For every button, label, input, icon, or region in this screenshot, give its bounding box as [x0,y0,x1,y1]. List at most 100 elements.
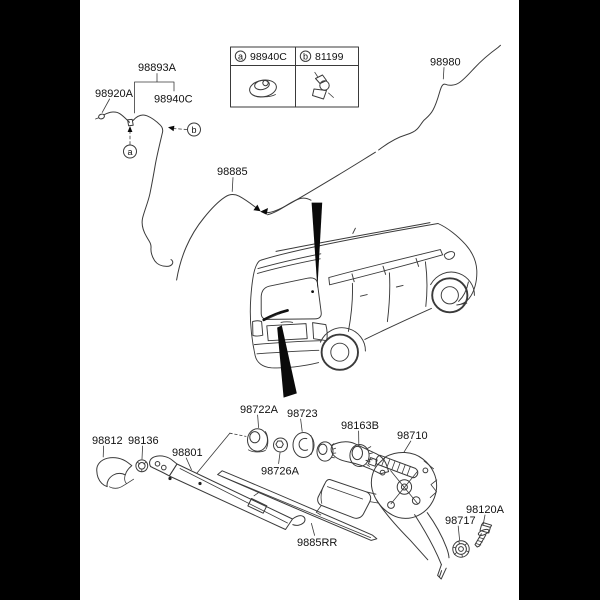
leader-98885 [231,177,234,192]
motor-ribs [381,456,411,476]
gear-housing [370,452,438,519]
link-line-dashed [229,432,247,437]
sill-line [364,307,432,340]
taillight-left [252,320,264,337]
label-98163b: 98163B [341,420,379,432]
nozzle-tip [95,117,100,120]
door-lines [347,261,428,332]
rear-hose-group: 98885 [176,166,261,281]
blade-body [217,470,378,541]
nozzle-dot [311,290,314,293]
arm-cap-detail [109,474,134,489]
leader-98980 [442,67,445,80]
label-98723: 98723 [287,408,318,420]
antenna [352,227,356,234]
legend-dividers [230,46,359,108]
marker-a-circle [123,144,137,159]
marker-a-arrowhead [127,126,133,132]
pivot-grommet-98722a: 98722A [240,404,279,453]
label-98726a: 98726A [261,466,300,478]
label-98893a: 98893A [138,62,177,74]
arm-cap-shape [96,457,133,488]
rear-tube-path [266,44,501,214]
rear-body-edge [249,259,320,369]
leader-98801 [185,457,192,470]
blade-connector [247,498,268,514]
legend-marker-a-letter: a [238,52,243,62]
side-mirror [443,251,456,260]
mounting-bolt-98120a: 98120A [466,504,505,548]
rear-wheel [320,333,359,371]
front-body [437,223,478,306]
motor-grommet-98717: 98717 [445,515,476,558]
clip-icon [312,71,334,100]
label-98710: 98710 [397,430,428,442]
label-98136: 98136 [128,435,159,447]
hatch-handle [280,321,294,323]
leader-98726a [278,452,281,464]
marker-b-letter: b [191,125,196,135]
arm-hook [292,515,306,526]
front-wheel [431,277,469,314]
window-pillars [351,257,420,283]
legend-marker-b-circle [299,50,312,62]
link-line [196,432,231,474]
pivot-washer-98726a: 98726A [261,437,300,478]
front-wheel-hub [440,286,459,305]
label-98722a: 98722A [240,404,279,416]
legend-border [230,46,359,108]
arm-body [168,463,293,530]
label-9885rr: 9885RR [297,537,337,549]
hose-arrowhead [253,204,261,212]
leader-98722a [257,414,259,428]
grommet-icon [249,79,277,98]
diagram-paper [80,0,519,600]
legend-part-a: 98940C [250,51,287,63]
label-98920a: 98920A [95,88,134,100]
rear-tube-group: 98980 [260,44,501,216]
bracket-leg-outer [414,512,450,566]
rear-wheel-hub [330,342,350,362]
leader-98136 [141,445,143,460]
label-98801: 98801 [172,447,203,459]
label-98717: 98717 [445,515,476,527]
label-98885: 98885 [217,166,248,178]
legend-table: a 98940C b 81199 [230,46,359,108]
arm-nut-98136: 98136 [128,435,159,473]
license-plate-recess [266,323,308,342]
label-98940c: 98940C [154,94,193,106]
legend-part-b: 81199 [315,51,344,63]
wiper-parts-group: 98812 98136 98801 9885R [92,404,505,580]
leader-98710 [403,440,412,453]
leader-98723 [300,418,303,432]
bumper-creases [253,340,322,355]
motor-can-detail [315,483,379,516]
bolt-head [479,522,493,534]
flow-arrow-to-nozzle [311,202,323,289]
nozzle-hose-group: 98920A 98893A 98940C a b [95,62,201,267]
arm-cap-98812: 98812 [92,435,134,489]
label-98980: 98980 [430,57,461,69]
roof-rail [275,222,431,252]
roof-line [261,223,439,261]
legend-marker-b-letter: b [303,52,308,62]
hose-segment-2 [132,114,174,267]
bracket-98893a [134,73,175,114]
housing-bracket-edge [423,460,438,498]
bolt-threads [476,537,485,546]
bracket-leg-inner [375,499,429,561]
bracket-fork [437,564,447,580]
leader-9885rr [311,523,315,536]
marker-b-circle [187,122,201,137]
legend-marker-a-circle [234,50,247,62]
rear-tube-continuation [266,197,312,216]
leader-98717 [457,525,460,541]
marker-b-arrowhead [168,125,175,132]
door-handles [359,284,404,297]
marker-b-leader [173,128,188,130]
front-crease [458,281,469,302]
label-98812: 98812 [92,435,123,447]
flow-arrow-to-parts [277,325,297,398]
